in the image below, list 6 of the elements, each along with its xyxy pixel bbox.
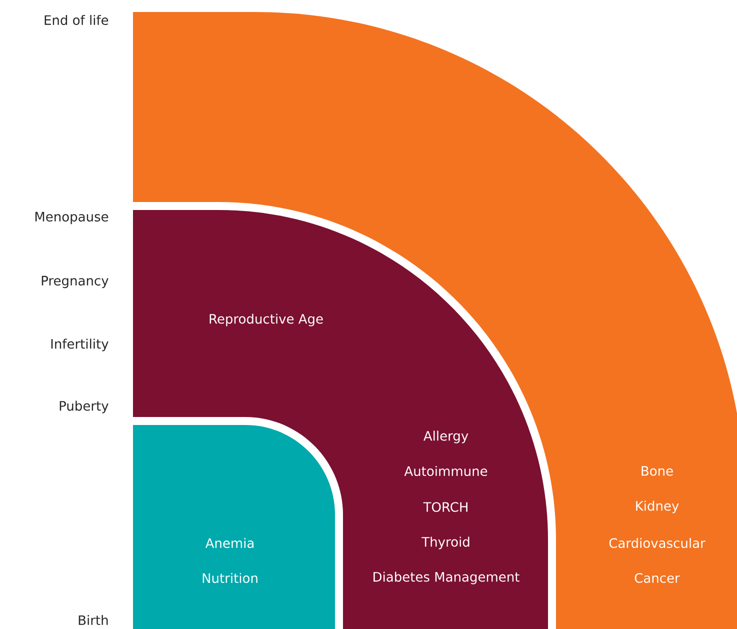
- stage-label: End of life: [44, 14, 108, 26]
- stage-label: Birth: [78, 615, 108, 625]
- stage-label: Menopause: [35, 212, 108, 224]
- stage-label: Pregnancy: [42, 276, 108, 288]
- stage-label: Infertility: [51, 338, 108, 352]
- stage-label: Puberty: [60, 400, 108, 414]
